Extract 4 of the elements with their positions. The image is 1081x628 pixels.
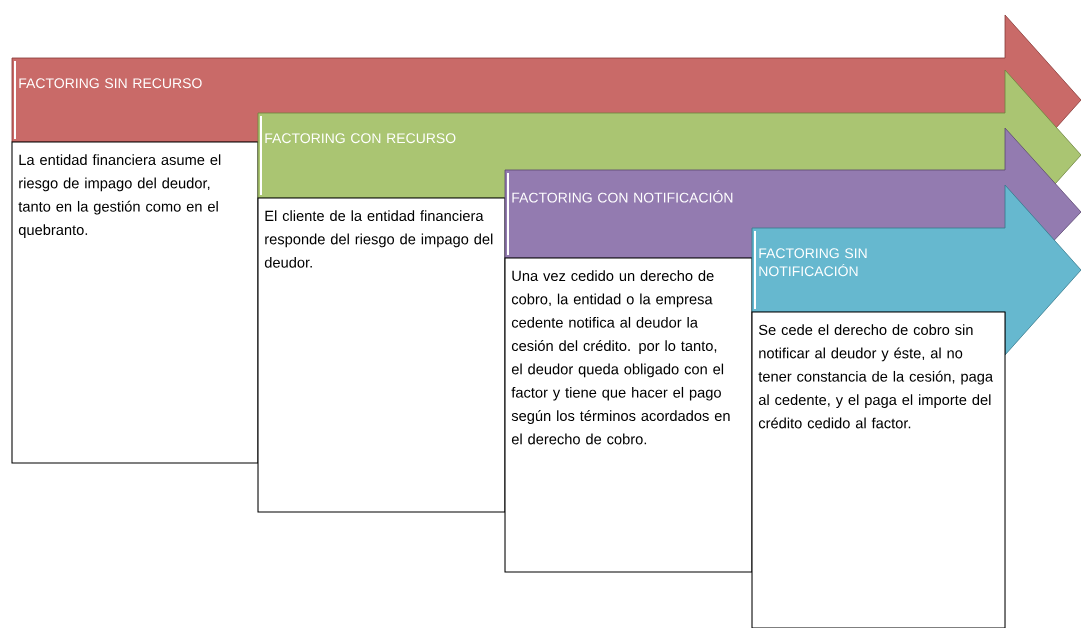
text-box: Se cede el derecho de cobro sin notificar al deudor y éste, al no tener constancia de la cesión, paga al cedente, y el paga el importe del crédito cedido al factor. — [751, 311, 1006, 628]
text-box: Una vez cedido un derecho de cobro, la entidad o la empresa cedente notifica al deudor la cesión del crédito. por lo tanto, el deudor queda obligado con el factor y tiene que hacer el pago según los términos acordados en el derecho de cobro. — [504, 257, 753, 573]
text-box: El cliente de la entidad financiera responde del riesgo de impago del deudor. — [257, 197, 506, 513]
text-box: La entidad financiera asume el riesgo de impago del deudor, tanto en la gestión como en el quebranto. — [11, 141, 259, 464]
